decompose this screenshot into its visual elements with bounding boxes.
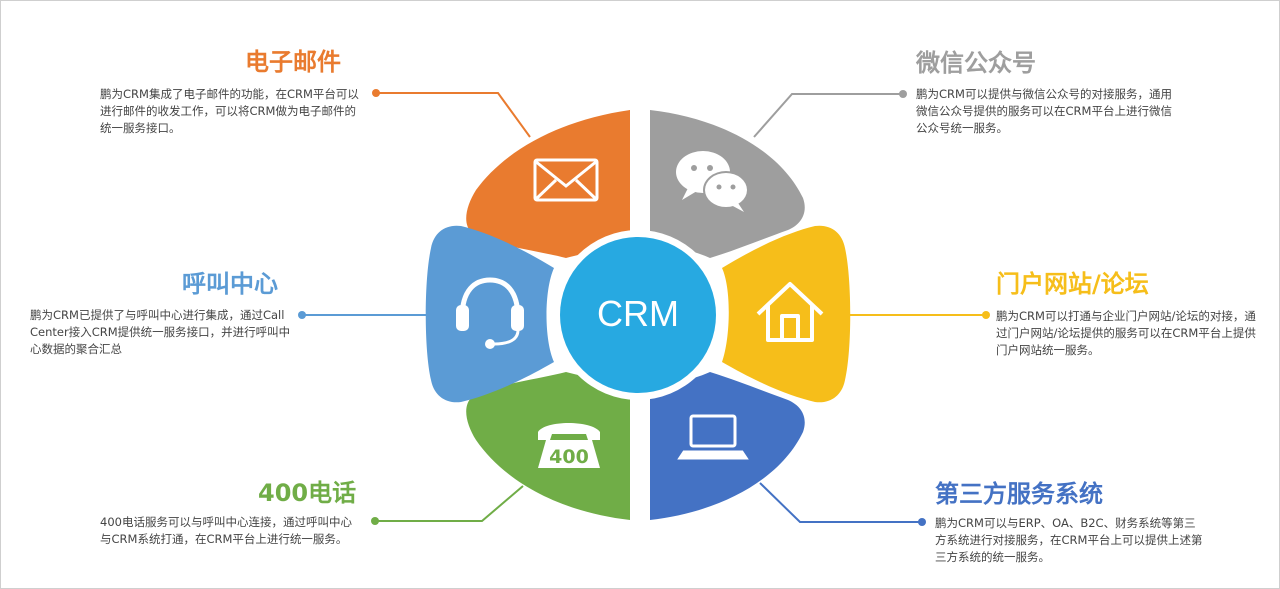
laptop-icon — [677, 414, 749, 460]
description-portal: 鹏为CRM可以打通与企业门户网站/论坛的对接，通过门户网站/论坛提供的服务可以在… — [996, 309, 1256, 357]
connector-phone400 — [375, 485, 524, 522]
description-email: 鹏为CRM集成了电子邮件的功能，在CRM平台可以进行邮件的收发工作，可以将CRM… — [100, 87, 359, 135]
telephone-icon-label: 400 — [549, 446, 589, 468]
connector-thirdparty — [759, 482, 922, 523]
telephone-icon: 400 — [538, 423, 600, 468]
title-portal: 门户网站/论坛 — [996, 270, 1149, 298]
title-wechat: 微信公众号 — [916, 49, 1036, 77]
connector-dot-callcenter — [298, 311, 306, 319]
house-icon — [756, 282, 824, 342]
connector-dot-wechat — [899, 90, 907, 98]
connector-lines — [298, 89, 990, 526]
title-email: 电子邮件 — [245, 48, 341, 76]
headset-icon — [456, 277, 524, 349]
connector-dot-phone400 — [371, 517, 379, 525]
envelope-icon — [533, 158, 599, 202]
title-thirdparty: 第三方服务系统 — [935, 480, 1103, 508]
description-callcenter: 鹏为CRM已提供了与呼叫中心进行集成，通过Call Center接入CRM提供统… — [30, 308, 291, 356]
connector-dot-portal — [982, 311, 990, 319]
description-phone400: 400电话服务可以与呼叫中心连接，通过呼叫中心与CRM系统打通，在CRM平台上进… — [100, 515, 352, 546]
title-phone400: 400电话 — [258, 479, 357, 507]
description-wechat: 鹏为CRM可以提供与微信公众号的对接服务，通用微信公众号提供的服务可以在CRM平… — [916, 87, 1172, 135]
segment-callcenter — [425, 225, 554, 403]
segment-email-outer — [466, 110, 630, 258]
connector-wechat — [753, 93, 903, 138]
chat-bubbles-icon — [676, 151, 749, 212]
center-circle — [560, 237, 716, 393]
center-label: CRM — [597, 293, 679, 334]
connector-dot-thirdparty — [918, 518, 926, 526]
title-callcenter: 呼叫中心 — [182, 270, 278, 298]
connector-dot-email — [372, 89, 380, 97]
connector-email — [376, 92, 531, 138]
description-thirdparty: 鹏为CRM可以与ERP、OA、B2C、财务系统等第三方系统进行对接服务，在CRM… — [935, 516, 1203, 564]
